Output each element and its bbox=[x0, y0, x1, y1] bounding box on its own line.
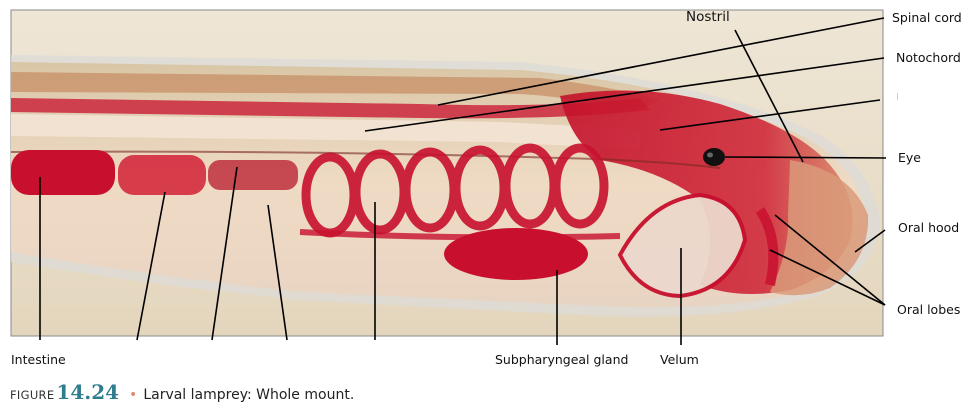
label-subpharyngeal-gland: Subpharyngeal gland bbox=[495, 352, 629, 367]
leader-notochord bbox=[364, 57, 885, 132]
caption-text: Larval lamprey: Whole mount. bbox=[143, 387, 355, 403]
label-notochord: Notochord bbox=[896, 50, 961, 65]
oral-lobes-shape bbox=[755, 207, 779, 287]
leader-nostril bbox=[734, 29, 804, 163]
label-spinal-cord: Spinal cord bbox=[892, 10, 962, 25]
leader-oral-lobes-b bbox=[769, 249, 886, 306]
label-oral-lobes: Oral lobes bbox=[897, 302, 961, 317]
dorsal-stripe bbox=[11, 72, 660, 110]
notochord-band bbox=[11, 114, 640, 148]
label-eye: Eye bbox=[898, 150, 921, 165]
head-red-mass bbox=[560, 90, 853, 294]
pharynx-floor bbox=[299, 229, 621, 241]
intestine-shape bbox=[11, 150, 115, 195]
intestine-segment-2 bbox=[118, 155, 206, 195]
leader-4 bbox=[267, 204, 288, 341]
leader-2 bbox=[136, 191, 166, 341]
liver-segment bbox=[208, 160, 298, 190]
caption-bullet: • bbox=[129, 387, 138, 403]
label-faint-mark: I bbox=[896, 92, 899, 103]
caption-figure-number: 14.24 bbox=[56, 380, 120, 404]
label-nostril: Nostril bbox=[686, 9, 730, 25]
ventral-line bbox=[10, 150, 721, 169]
leader-3 bbox=[211, 166, 238, 341]
label-oral-hood: Oral hood bbox=[898, 220, 960, 235]
velum-shape bbox=[617, 192, 748, 299]
label-intestine: Intestine bbox=[11, 352, 66, 367]
leader-faint bbox=[659, 99, 881, 131]
eye-shape bbox=[703, 148, 725, 166]
label-velum: Velum bbox=[660, 352, 699, 367]
leader-eye bbox=[724, 156, 887, 159]
subpharyngeal-gland-shape bbox=[444, 228, 588, 280]
eye-highlight bbox=[707, 152, 713, 158]
leader-oral-hood bbox=[854, 229, 886, 253]
leader-lines bbox=[39, 17, 887, 345]
leader-oral-lobes-a bbox=[774, 214, 886, 306]
caption-figure-word: FIGURE bbox=[10, 388, 55, 402]
leader-spinal-cord bbox=[437, 17, 885, 106]
